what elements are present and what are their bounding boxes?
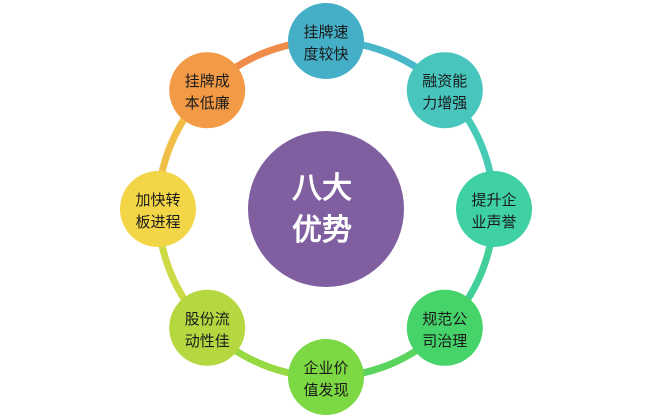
advantage-label-line2: 司治理 [422,332,467,350]
advantage-label-line2: 板进程 [135,213,180,231]
advantage-label-line1: 挂牌成 [185,72,230,90]
advantage-label-line1: 融资能 [422,72,467,90]
advantage-label-line1: 加快转 [135,191,180,209]
advantage-label-line1: 股份流 [185,310,230,328]
advantage-circle [406,289,483,366]
advantage-label-line1: 企业价 [303,359,348,377]
advantage-label-line2: 动性佳 [185,332,230,350]
advantage-label-line2: 本低廉 [185,94,230,112]
advantage-label-line1: 挂牌速 [303,23,348,41]
advantage-circle [456,171,532,247]
center-title-line1: 八大 [292,171,352,206]
advantage-label-line1: 提升企 [471,191,516,209]
advantage-label-line2: 值发现 [303,381,348,399]
advantage-label-line2: 力增强 [422,94,467,112]
advantage-label-line2: 度较快 [303,45,348,63]
advantage-circle [169,52,246,129]
advantage-circle [120,171,196,247]
center-title-line2: 优势 [292,213,352,248]
advantage-circle [288,3,364,79]
advantage-label-line2: 业声誉 [471,213,516,231]
advantage-circle [288,339,364,415]
center-circle: 八大 优势 [248,131,404,287]
advantage-circle [169,289,246,366]
advantage-circle [406,52,483,129]
center-circle-shape [248,131,404,287]
advantage-label-line1: 规范公 [422,310,467,328]
advantage-nodes: 挂牌速度较快融资能力增强提升企业声誉规范公司治理企业价值发现股份流动性佳加快转板… [120,3,532,415]
